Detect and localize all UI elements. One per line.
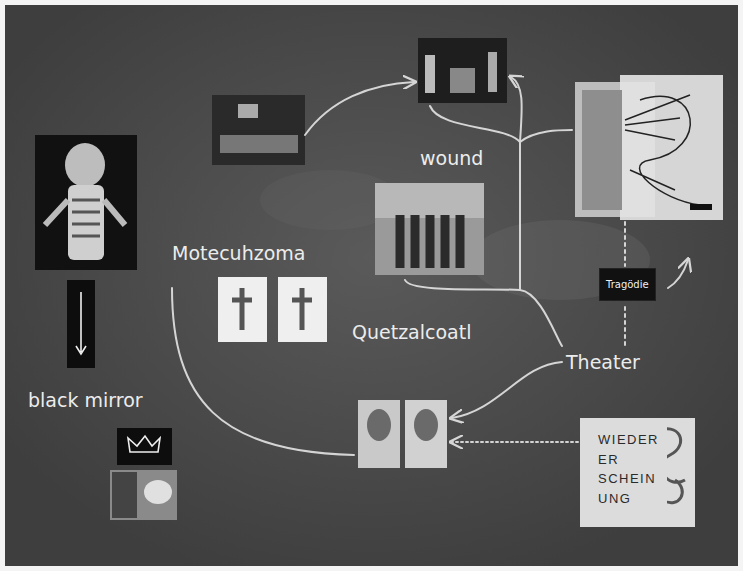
paper-card: WIEDER ER SCHEIN UNG: [580, 418, 667, 527]
chalk-label: Quetzalcoatl: [352, 322, 471, 343]
chalk-label: black mirror: [28, 390, 143, 411]
card-text: WIEDER ER SCHEIN UNG: [598, 430, 659, 508]
chalk-label: Theater: [566, 352, 640, 373]
chalk-label: wound: [420, 148, 483, 169]
chalk-label: Motecuhzoma: [172, 243, 305, 264]
black-label-card: Tragödie: [599, 268, 656, 301]
card-text: Tragödie: [606, 279, 649, 290]
